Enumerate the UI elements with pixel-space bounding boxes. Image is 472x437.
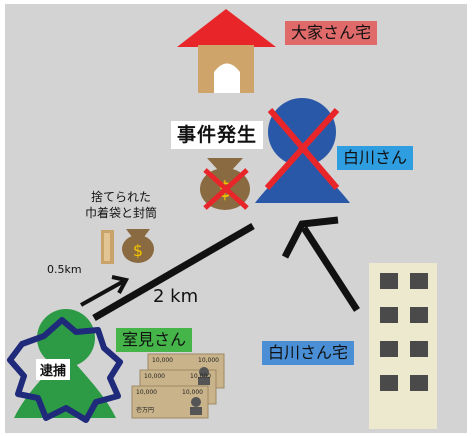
distance-big-label: 2 km bbox=[153, 286, 199, 307]
shirakawa-home-label: 白川さん宅 bbox=[262, 341, 355, 365]
banknote-amount: 10,000 bbox=[190, 373, 211, 380]
house-roof bbox=[177, 9, 276, 47]
discarded-dollar-sign: $ bbox=[133, 241, 143, 260]
envelope-icon bbox=[101, 230, 114, 264]
building-icon bbox=[369, 263, 437, 429]
discarded-items-label: 捨てられた 巾着袋と封筒 bbox=[85, 190, 158, 220]
house-icon bbox=[177, 9, 276, 93]
incident-label: 事件発生 bbox=[171, 121, 264, 149]
muromi-label: 室見さん bbox=[116, 328, 193, 352]
banknotes-icon bbox=[131, 353, 225, 419]
banknote-amount: 10,000 bbox=[136, 389, 157, 396]
discarded-money-bag-icon: $ bbox=[122, 229, 154, 263]
shirakawa-label: 白川さん bbox=[337, 146, 414, 170]
shirakawa-person-icon bbox=[255, 98, 350, 203]
banknote-amount: 10,000 bbox=[182, 389, 203, 396]
house-door bbox=[214, 63, 240, 93]
long-path-line bbox=[92, 222, 255, 322]
arrest-label: 逮捕 bbox=[36, 359, 71, 380]
shirakawa-cross-icon bbox=[264, 107, 340, 191]
distance-small-label: 0.5km bbox=[47, 263, 82, 276]
return-arrow-icon bbox=[281, 216, 360, 312]
banknote-amount: 10,000 bbox=[152, 357, 173, 364]
money-bag-cross-icon bbox=[203, 168, 249, 210]
banknote-amount: 10,000 bbox=[144, 373, 165, 380]
banknote-amount: 10,000 bbox=[198, 357, 219, 364]
landlord-home-label: 大家さん宅 bbox=[285, 21, 378, 45]
banknote-caption: 壱万円 bbox=[136, 407, 155, 414]
arrest-outline-icon bbox=[7, 317, 123, 423]
short-arrow-icon bbox=[80, 275, 130, 307]
